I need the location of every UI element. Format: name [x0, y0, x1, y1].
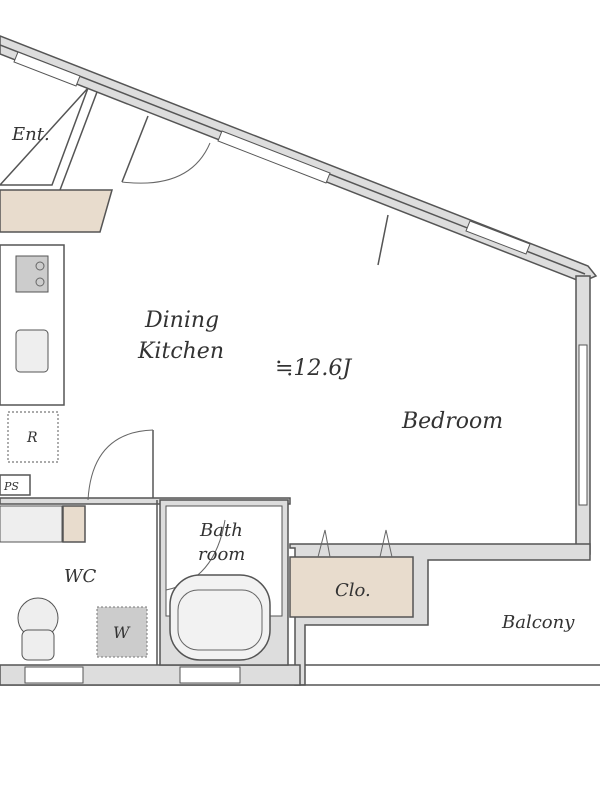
bathroom-label: room [198, 544, 245, 565]
window-3 [465, 220, 531, 255]
pipe-space [0, 474, 31, 496]
wc-door-swing [87, 429, 154, 501]
washer-space [96, 606, 148, 658]
wc-shelf [62, 505, 86, 543]
wc-cabinet [0, 505, 63, 543]
exterior-wall-diagonal [0, 35, 598, 283]
sink-icon [15, 329, 49, 373]
closet-door [317, 529, 393, 558]
entrance-wall [0, 87, 89, 186]
window-1 [13, 51, 81, 87]
window-bath [179, 666, 241, 684]
kitchen-label: Kitchen [137, 339, 224, 364]
window-2 [217, 130, 331, 184]
window-wc [24, 666, 84, 684]
area-label: ≒12.6J [275, 356, 352, 381]
kitchen-counter [0, 244, 65, 406]
dining-label: Dining [144, 308, 219, 333]
refrigerator-label: R [26, 430, 38, 446]
pipe-space-label: PS [3, 480, 19, 493]
interior-wall [0, 497, 291, 505]
bath-label: Bath [199, 520, 243, 541]
closet [289, 556, 414, 618]
washer-label: W [113, 623, 131, 642]
balcony-label: Balcony [501, 612, 575, 633]
entry-door [121, 115, 149, 183]
entrance-wall-2 [59, 91, 98, 191]
bedroom-label: Bedroom [401, 409, 503, 434]
refrigerator-space [7, 411, 59, 463]
wc-label: WC [64, 566, 97, 587]
entry-door-swing [121, 142, 211, 184]
window-right [578, 344, 588, 506]
bathtub-icon [169, 574, 271, 661]
shoe-cabinet [0, 189, 113, 233]
stove-icon [15, 255, 49, 293]
closet-label: Clo. [335, 580, 371, 601]
exterior-wall-right [575, 275, 591, 555]
entrance-label: Ent. [11, 124, 50, 145]
bedroom-door-stub [377, 214, 389, 266]
